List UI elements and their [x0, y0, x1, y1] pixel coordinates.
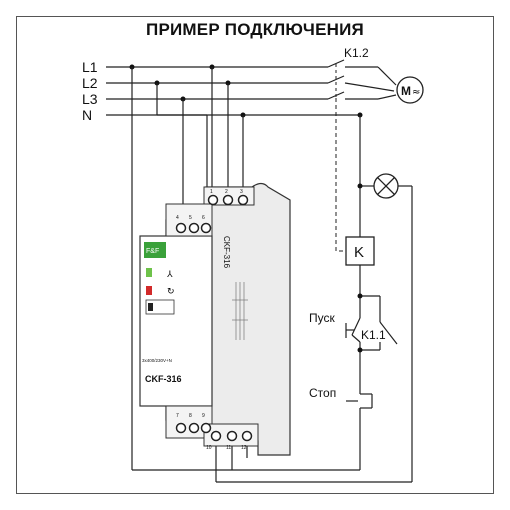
terminal-10-label: 10 [206, 445, 212, 451]
stop-label: Стоп [309, 386, 336, 400]
bus-lines [106, 66, 397, 116]
coil-box [345, 236, 375, 266]
power-led-icon [146, 268, 152, 277]
voltage-label: 3x400/230V+N [142, 358, 172, 363]
motor-ac-icon: ≈ [412, 87, 420, 98]
terminal-1-label: 1 [210, 189, 213, 195]
side-schematic [232, 282, 248, 340]
terminal-11-label: 11 [226, 445, 231, 451]
device-model-label: CKF-316 [145, 374, 182, 384]
terminal-5-label: 5 [189, 215, 192, 221]
coil-link [335, 98, 346, 252]
motor-label: M [401, 84, 411, 98]
dip-switch-lever [148, 303, 153, 311]
motor-symbol [396, 76, 424, 104]
bus-junctions [129, 64, 363, 118]
hold-contact-symbol [379, 321, 398, 345]
hold-junction [357, 347, 363, 353]
start-junction [357, 293, 363, 299]
coil-label: K [354, 244, 364, 261]
start-button-symbol [345, 317, 361, 343]
device-side-body [205, 182, 291, 456]
diagram-title: ПРИМЕР ПОДКЛЮЧЕНИЯ [146, 20, 364, 39]
line-label-l2: L2 [82, 75, 98, 91]
bottom-front-terminals: 7 8 9 [175, 413, 212, 434]
hold-contact-label: K1.1 [361, 328, 386, 342]
fault-led-icon [146, 286, 152, 295]
top-terminals: 1 2 3 [207, 189, 249, 206]
brand-logo-text: F&F [146, 248, 159, 255]
terminal-9-label: 9 [202, 413, 205, 419]
lamp-junction [357, 183, 363, 189]
rotation-icon: ↻ [167, 287, 175, 297]
lamp-cross-icon [377, 177, 395, 195]
phase-icon: ⅄ [166, 270, 173, 280]
terminal-12-label: 12 [241, 445, 247, 451]
line-label-l1: L1 [82, 59, 98, 75]
terminal-7-label: 7 [176, 413, 179, 419]
terminal-8-label: 8 [189, 413, 192, 419]
contactor-label: K1.2 [344, 46, 369, 60]
device-side-model-label: CKF-316 [222, 236, 231, 269]
line-label-l3: L3 [82, 91, 98, 107]
mid-terminals: 4 5 6 [175, 215, 212, 234]
stop-button-symbol [346, 393, 373, 409]
bottom-rear-terminals: 10 11 12 [206, 430, 253, 451]
terminal-2-label: 2 [225, 189, 228, 195]
start-label: Пуск [309, 311, 335, 325]
diagram-frame [16, 16, 494, 494]
device-front-panel [139, 235, 213, 407]
terminal-4-label: 4 [176, 215, 179, 221]
brand-logo [144, 242, 166, 258]
line-label-n: N [82, 107, 92, 123]
terminal-3-label: 3 [240, 189, 243, 195]
terminal-6-label: 6 [202, 215, 205, 221]
